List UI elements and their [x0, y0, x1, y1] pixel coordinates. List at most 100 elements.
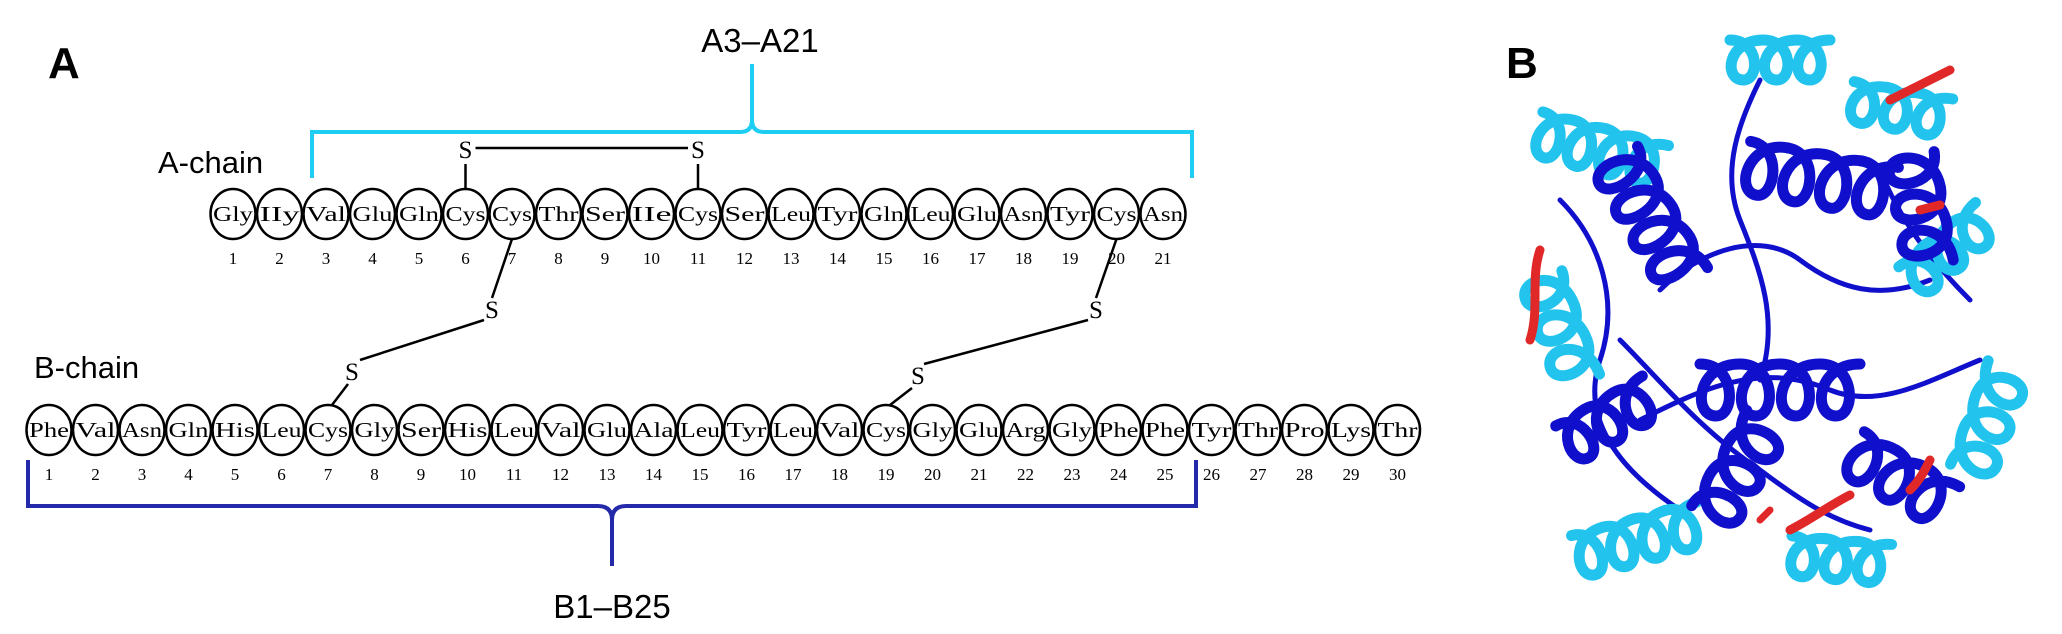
a-chain-residue-circle [906, 187, 955, 241]
a-chain-residue-name: Val [306, 202, 346, 226]
b-chain-residue-circle [1141, 403, 1189, 457]
b-chain-residue-name: Val [541, 418, 581, 442]
b-chain-residue-name: Gln [169, 418, 210, 442]
a-chain-residue-circle [395, 187, 443, 241]
b-chain-residue-circle [164, 403, 213, 457]
b-chain-residue-number: 6 [277, 465, 286, 484]
loop-4 [1729, 77, 1771, 383]
a-chain-residue-number: 6 [461, 249, 470, 268]
b-chain-residue-circle [908, 403, 957, 457]
a-chain-residue-name: Glu [957, 202, 998, 226]
b-chain-residue-name: Tyr [727, 418, 767, 442]
a-chain-residue-number: 14 [829, 249, 847, 268]
b-chain-residue-circle [443, 403, 492, 457]
a-chain-residue-circle [1139, 187, 1187, 241]
b-chain-residue-number: 13 [599, 465, 616, 484]
b-chain-residue-name: Glu [959, 418, 1000, 442]
a-chain-residue-name: Tyr [1050, 202, 1090, 226]
a-chain-residue-circle [860, 187, 908, 241]
a-chain-residue-circle [1046, 187, 1094, 241]
b-chain-residue-name: His [448, 418, 488, 442]
strand-red-2 [1885, 65, 1955, 105]
b-chain-residue-circle [769, 403, 817, 457]
a-chain-residue-circle [534, 187, 583, 241]
a-chain-residue-number: 16 [922, 249, 939, 268]
a-chain-residue-circle [813, 187, 862, 241]
b-chain-residue-name: Val [820, 418, 860, 442]
b-chain-residue-name: Lys [1331, 418, 1371, 442]
b-chain-residue-number: 14 [645, 465, 663, 484]
b-chain-residue-name: Val [76, 418, 116, 442]
a-chain-residue-name: Gly [213, 202, 254, 226]
b-chain-residue-number: 24 [1110, 465, 1128, 484]
b-chain-residue-name: Phe [1145, 418, 1185, 442]
b-chain-residue-circle [350, 403, 399, 457]
a7-sulfur: S [485, 297, 499, 324]
b-chain-residue-number: 1 [45, 465, 54, 484]
b-chain-residue-number: 29 [1343, 465, 1360, 484]
a-chain-residue-name: Gln [864, 202, 905, 226]
strand-red-4 [1785, 490, 1855, 535]
helix-blue-1 [1592, 140, 1714, 286]
b-chain-residue-name: Leu [494, 418, 535, 442]
a-chain-residue-name: Cys [678, 202, 718, 226]
a-chain-label: A-chain [158, 145, 263, 180]
panel-a-label: A [48, 39, 80, 88]
a-chain-residue-number: 5 [415, 249, 424, 268]
b-chain-residue-circle [1327, 403, 1375, 457]
a-chain-residue-number: 7 [508, 249, 517, 268]
a-chain-residue-name: Cys [1097, 202, 1137, 226]
b-chain-residue-circle [1001, 403, 1050, 457]
a-chain-residue-name: Glu [353, 202, 394, 226]
b-chain-residue-name: Gly [913, 418, 954, 442]
b-chain-residue-circle [1094, 403, 1143, 457]
a-chain-residue-circle [767, 187, 815, 241]
a-bracket-label: A3–A21 [701, 22, 818, 59]
a20-b19-bond [923, 318, 1089, 366]
a-chain-residue-circle [209, 187, 257, 241]
a-chain-residue-circle [581, 187, 629, 241]
a-chain-residue-number: 20 [1108, 249, 1125, 268]
b-chain-residue-number: 21 [971, 465, 988, 484]
b-chain-residue-number: 23 [1064, 465, 1081, 484]
b-chain-residue-18: Val 18 [815, 403, 864, 484]
a-chain-residue-number: 19 [1062, 249, 1079, 268]
b-chain-residue-number: 9 [417, 465, 426, 484]
a-chain-residue-number: 2 [275, 249, 284, 268]
b-chain-residue-number: 18 [831, 465, 848, 484]
b-chain-residue-circle [25, 403, 73, 457]
b-chain-residue-29: Lys 29 [1327, 403, 1375, 484]
b-chain-residue-circle [257, 403, 306, 457]
b-chain-residue-number: 15 [692, 465, 709, 484]
a-chain-residue-number: 10 [643, 249, 660, 268]
a-chain-residue-name: Asn [1004, 202, 1045, 226]
a-chain-residue-number: 21 [1155, 249, 1172, 268]
b-chain-residue-number: 8 [370, 465, 379, 484]
b-chain-residue-number: 11 [506, 465, 522, 484]
b-chain-residue-circle [722, 403, 771, 457]
b-chain-residue-circle [1187, 403, 1236, 457]
b-chain-residue-circle [676, 403, 724, 457]
b-chain-residue-number: 10 [459, 465, 476, 484]
